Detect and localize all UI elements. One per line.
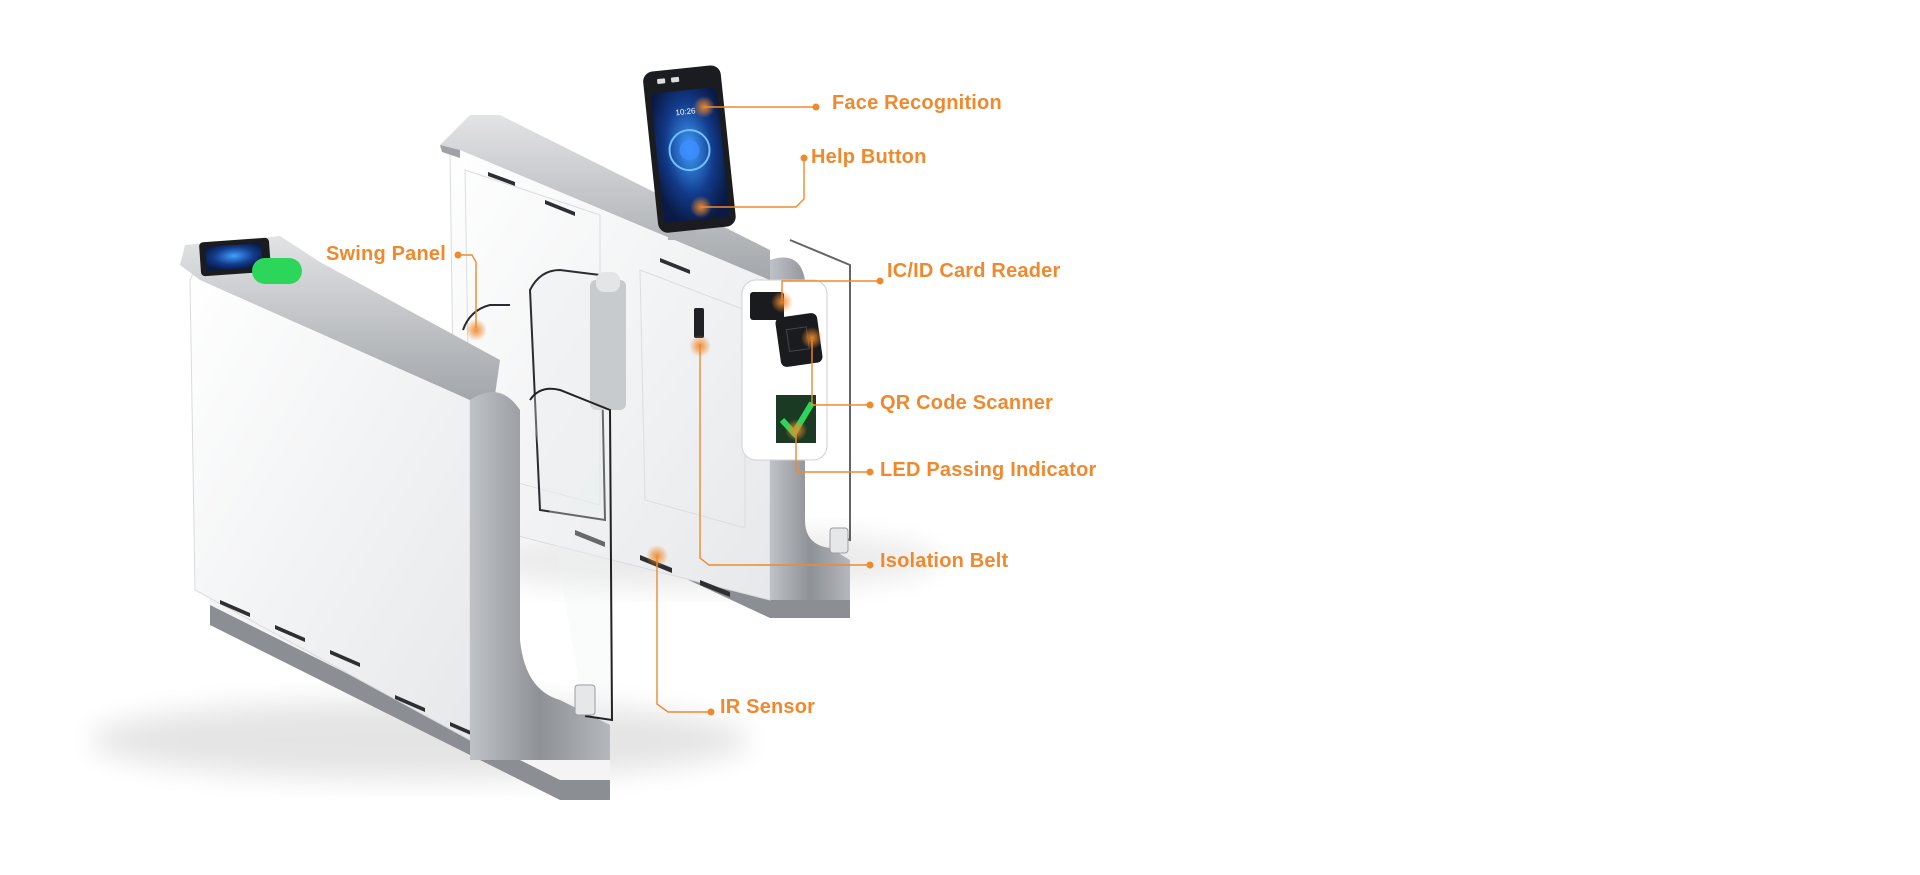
label-swing-panel: Swing Panel	[326, 243, 447, 265]
label-qr-scanner: QR Code Scanner	[880, 392, 1054, 414]
leader-led	[795, 432, 870, 473]
hotspot-ir	[646, 545, 668, 567]
hotspot-face	[693, 96, 715, 118]
isolation-belt-slot	[694, 308, 704, 338]
screen-time: 10:26	[675, 106, 696, 117]
label-ir-sensor: IR Sensor	[720, 696, 816, 718]
label-help-button: Help Button	[811, 146, 927, 168]
label-led-indicator: LED Passing Indicator	[880, 459, 1097, 481]
hotspot-swing	[465, 319, 487, 341]
front-led	[252, 258, 302, 284]
hotspot-isolation	[689, 335, 711, 357]
hotspot-qr	[801, 327, 823, 349]
leader-swing	[458, 254, 477, 328]
rear-cabinet: 10:26	[440, 65, 851, 618]
leader-ir	[656, 556, 711, 713]
hotspot-card	[771, 291, 793, 313]
leader-help	[701, 158, 805, 208]
label-card-reader: IC/ID Card Reader	[887, 260, 1061, 282]
leader-lines	[458, 106, 880, 713]
qr-scanner	[775, 313, 823, 367]
label-face-recognition: Face Recognition	[832, 92, 1002, 114]
leader-isolation	[699, 344, 870, 566]
hotspots	[465, 96, 823, 567]
callout-dots	[454, 103, 884, 716]
front-cabinet	[180, 236, 849, 800]
leader-qr	[811, 340, 870, 406]
label-isolation-belt: Isolation Belt	[880, 550, 1009, 572]
hotspot-led	[785, 419, 807, 441]
hotspot-help	[690, 196, 712, 218]
